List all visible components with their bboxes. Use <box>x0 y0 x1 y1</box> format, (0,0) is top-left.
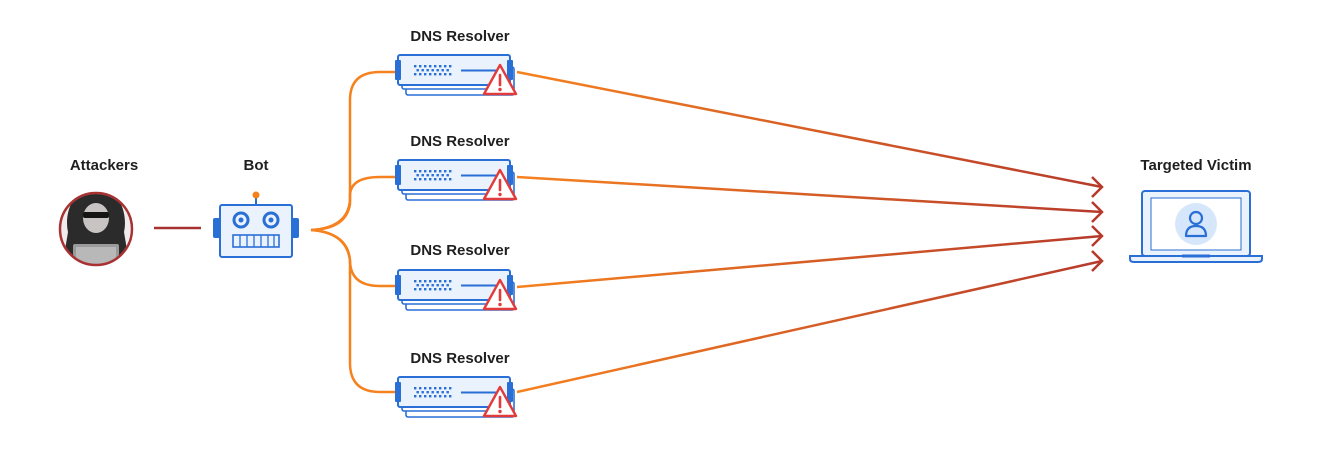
attack-line-2 <box>516 175 1103 214</box>
targeted-victim-label: Targeted Victim <box>1140 157 1252 174</box>
dns-resolver-label-3: DNS Resolver <box>410 242 510 259</box>
arrowhead-1 <box>1091 176 1104 198</box>
branch-1 <box>310 70 398 232</box>
arrowhead-2 <box>1091 201 1104 223</box>
server-icon <box>395 159 515 201</box>
branch-2 <box>310 175 398 232</box>
laptop-user-icon <box>1129 190 1263 263</box>
server-icon <box>395 54 515 96</box>
hooded-hacker-icon <box>58 191 134 267</box>
resolver-server-3 <box>395 269 518 311</box>
attack-line-4 <box>516 259 1103 394</box>
arrowhead-3 <box>1091 225 1104 247</box>
attack-line-1 <box>516 70 1103 189</box>
resolver-server-2 <box>395 159 518 201</box>
arrowhead-4 <box>1091 250 1104 272</box>
attack-line-3 <box>516 234 1103 289</box>
robot-icon <box>213 191 299 258</box>
warning-triangle-icon <box>482 168 518 201</box>
server-icon <box>395 269 515 311</box>
attackers-label: Attackers <box>69 157 139 174</box>
dns-resolver-label-4: DNS Resolver <box>410 350 510 367</box>
dns-resolver-label-1: DNS Resolver <box>410 28 510 45</box>
warning-triangle-icon <box>482 385 518 418</box>
branch-3 <box>310 228 398 288</box>
dns-resolver-label-2: DNS Resolver <box>410 133 510 150</box>
resolver-server-4 <box>395 376 518 418</box>
warning-triangle-icon <box>482 63 518 96</box>
attack-arrows <box>516 70 1104 394</box>
resolver-server-1 <box>395 54 518 96</box>
branch-4 <box>310 228 398 394</box>
warning-triangle-icon <box>482 278 518 311</box>
bot-label: Bot <box>243 157 269 174</box>
bot-branches <box>310 70 398 394</box>
